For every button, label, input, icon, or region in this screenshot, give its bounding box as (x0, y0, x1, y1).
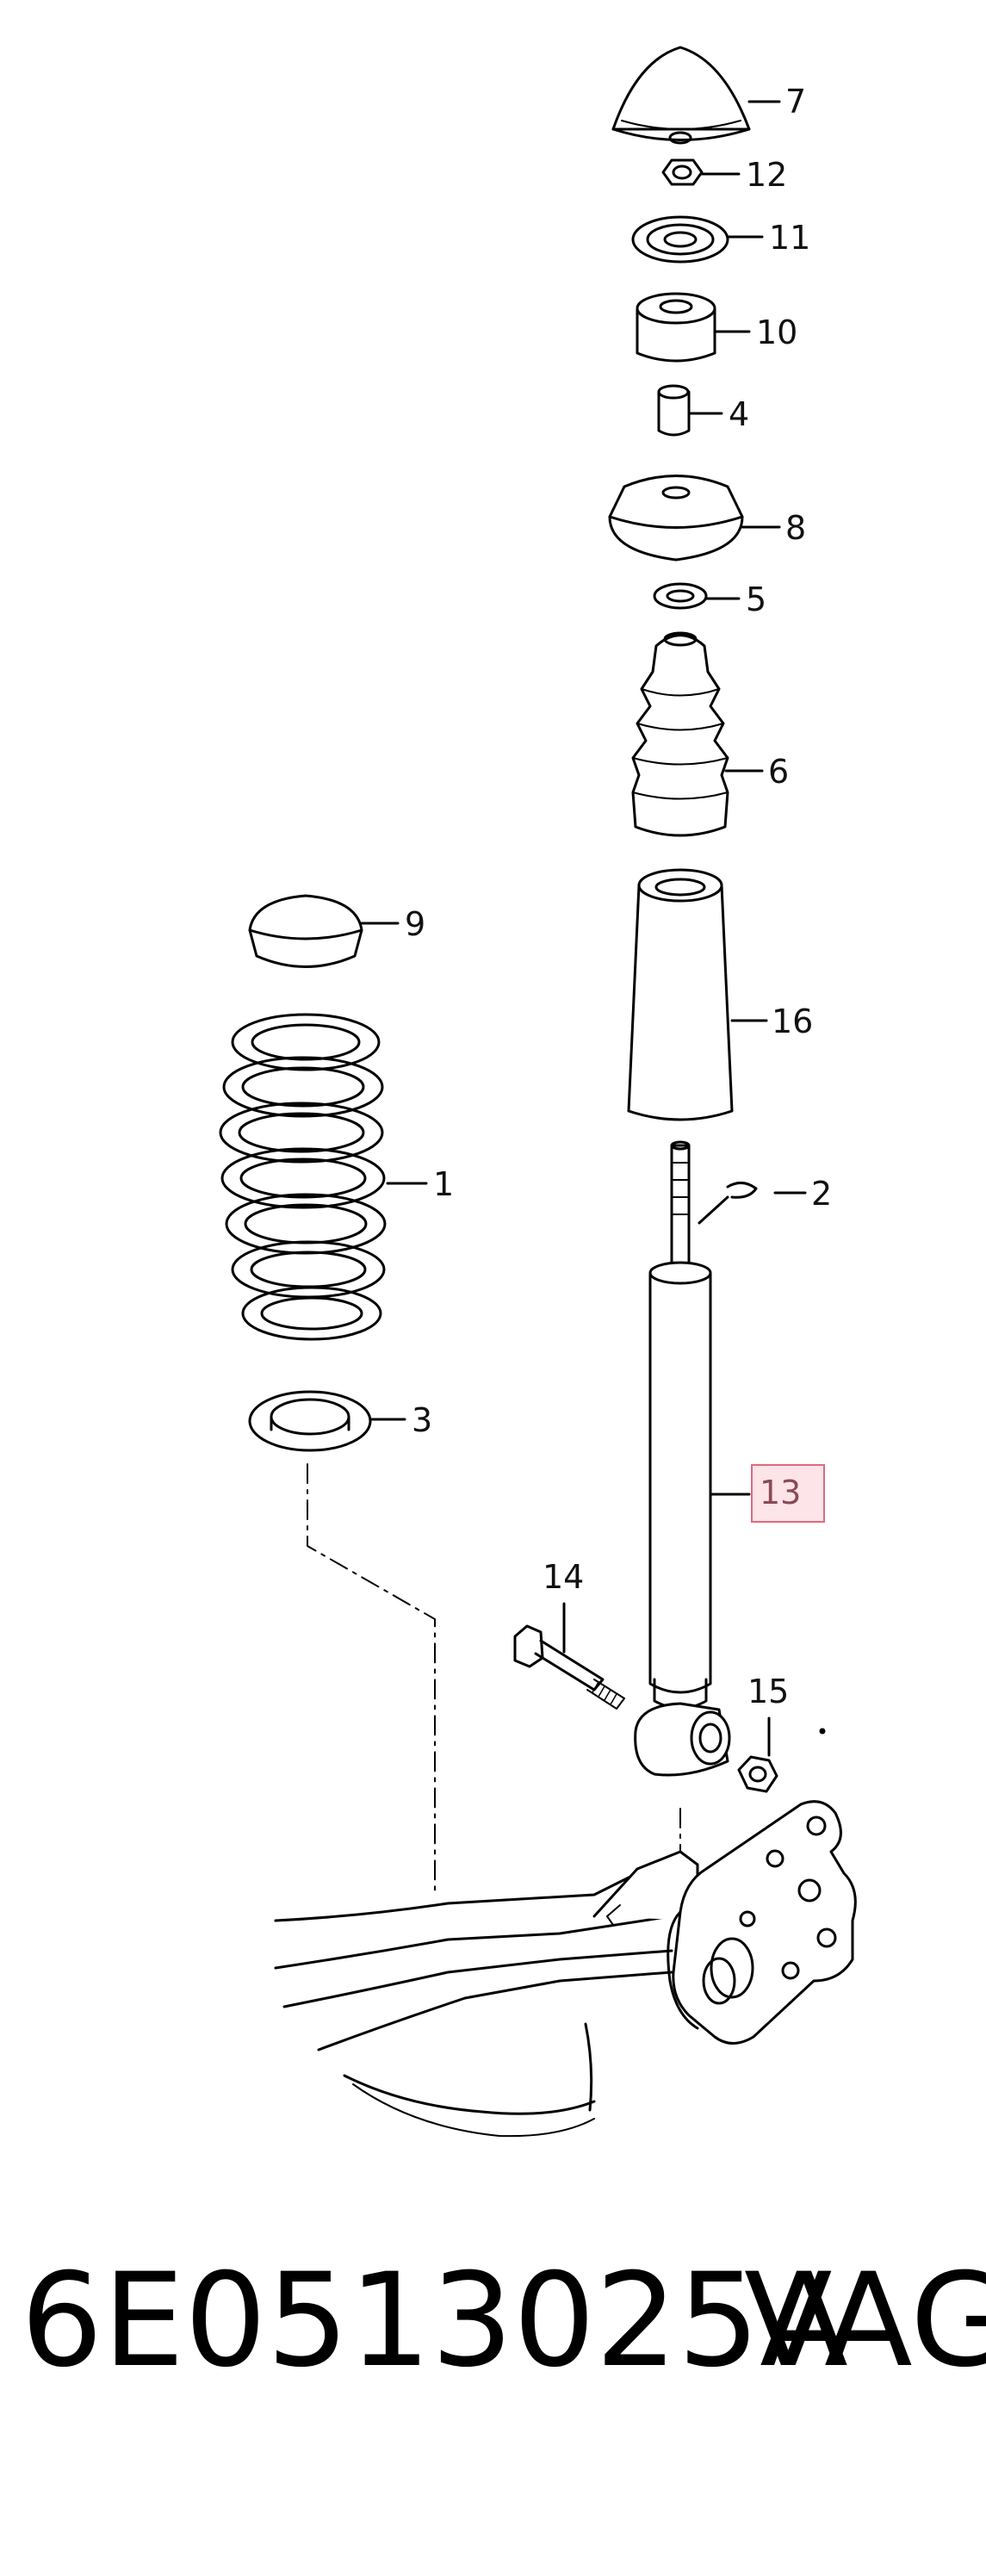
part-3-spring-seat (248, 1390, 406, 1452)
callout-13: 13 (760, 1474, 802, 1511)
callout-2: 2 (811, 1175, 833, 1213)
part-13-shock-absorber (648, 1140, 751, 1710)
callout-10: 10 (756, 313, 798, 351)
callout-5: 5 (746, 580, 767, 618)
callout-14: 14 (543, 1558, 585, 1596)
part-caption: 6E0513025A VAG (21, 2246, 986, 2403)
part-7-cone-cap (611, 46, 781, 145)
callout-16: 16 (772, 1002, 814, 1040)
callout-3: 3 (412, 1401, 433, 1439)
highlight-box-13 (751, 1464, 825, 1523)
part-5-ring (653, 582, 741, 610)
part-8-strut-mount (608, 475, 781, 562)
part-9-spring-cap (248, 894, 400, 968)
axle-flange-plate (667, 1800, 857, 2045)
callout-12: 12 (746, 156, 788, 194)
callout-9: 9 (405, 905, 426, 943)
part-14-bolt (513, 1602, 625, 1710)
callout-7: 7 (785, 83, 807, 121)
spring-centreline (307, 1463, 436, 1896)
callout-11: 11 (769, 219, 811, 257)
rear-axle-beam (274, 1850, 699, 2138)
part-15-nut (737, 1716, 826, 1793)
part-12-nut (661, 158, 741, 186)
part-10-bush (636, 292, 751, 363)
part-number: 6E0513025A (21, 2246, 848, 2396)
brand-name: VAG (744, 2246, 986, 2396)
part-1-coil-spring (219, 1013, 428, 1341)
part-11-washer (631, 215, 764, 264)
shock-lower-eye (634, 1702, 731, 1777)
part-4-sleeve (657, 384, 723, 437)
callout-8: 8 (785, 509, 807, 547)
callout-6: 6 (768, 753, 790, 791)
callout-1: 1 (433, 1165, 455, 1203)
part-16-boot (627, 868, 768, 1121)
callout-15: 15 (747, 1673, 790, 1710)
part-2-circlip (698, 1182, 807, 1225)
part-6-bump-stop (631, 631, 764, 837)
callout-4: 4 (729, 395, 750, 433)
